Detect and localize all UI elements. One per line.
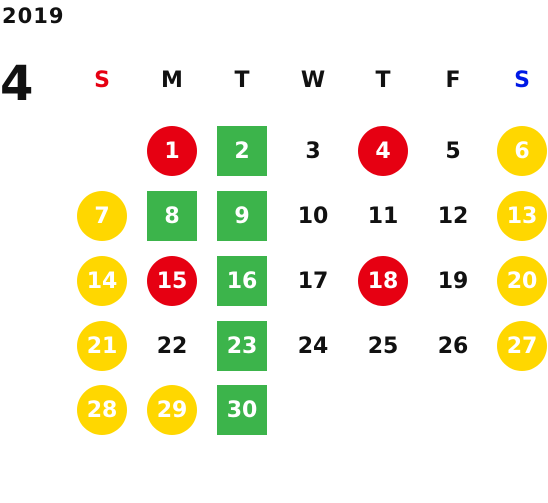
day-cell-26[interactable]: 26 <box>437 333 469 359</box>
day-cell-7[interactable]: 7 <box>77 191 127 241</box>
day-cell-12[interactable]: 12 <box>437 203 469 229</box>
weekday-thu: T <box>375 68 391 93</box>
day-cell-2[interactable]: 2 <box>217 126 267 176</box>
day-cell-5[interactable]: 5 <box>445 138 461 164</box>
day-cell-29[interactable]: 29 <box>147 385 197 435</box>
day-cell-27[interactable]: 27 <box>497 321 547 371</box>
day-cell-15[interactable]: 15 <box>147 256 197 306</box>
day-cell-8[interactable]: 8 <box>147 191 197 241</box>
weekday-sat: S <box>514 68 530 93</box>
day-cell-17[interactable]: 17 <box>297 268 329 294</box>
weekday-wed: W <box>300 68 326 93</box>
day-cell-10[interactable]: 10 <box>297 203 329 229</box>
day-cell-28[interactable]: 28 <box>77 385 127 435</box>
day-cell-30[interactable]: 30 <box>217 385 267 435</box>
day-cell-9[interactable]: 9 <box>217 191 267 241</box>
calendar-month: 4 <box>0 56 34 112</box>
day-cell-3[interactable]: 3 <box>305 138 321 164</box>
day-cell-16[interactable]: 16 <box>217 256 267 306</box>
weekday-tue: T <box>234 68 250 93</box>
day-cell-11[interactable]: 11 <box>367 203 399 229</box>
day-cell-6[interactable]: 6 <box>497 126 547 176</box>
day-cell-21[interactable]: 21 <box>77 321 127 371</box>
day-cell-23[interactable]: 23 <box>217 321 267 371</box>
weekday-sun: S <box>94 68 110 93</box>
weekday-mon: M <box>161 68 183 93</box>
day-cell-13[interactable]: 13 <box>497 191 547 241</box>
weekday-fri: F <box>445 68 461 93</box>
day-cell-20[interactable]: 20 <box>497 256 547 306</box>
day-cell-22[interactable]: 22 <box>156 333 188 359</box>
day-cell-1[interactable]: 1 <box>147 126 197 176</box>
day-cell-14[interactable]: 14 <box>77 256 127 306</box>
day-cell-4[interactable]: 4 <box>358 126 408 176</box>
day-cell-24[interactable]: 24 <box>297 333 329 359</box>
day-cell-25[interactable]: 25 <box>367 333 399 359</box>
day-cell-18[interactable]: 18 <box>358 256 408 306</box>
day-cell-19[interactable]: 19 <box>437 268 469 294</box>
calendar-year: 2019 <box>2 4 65 28</box>
